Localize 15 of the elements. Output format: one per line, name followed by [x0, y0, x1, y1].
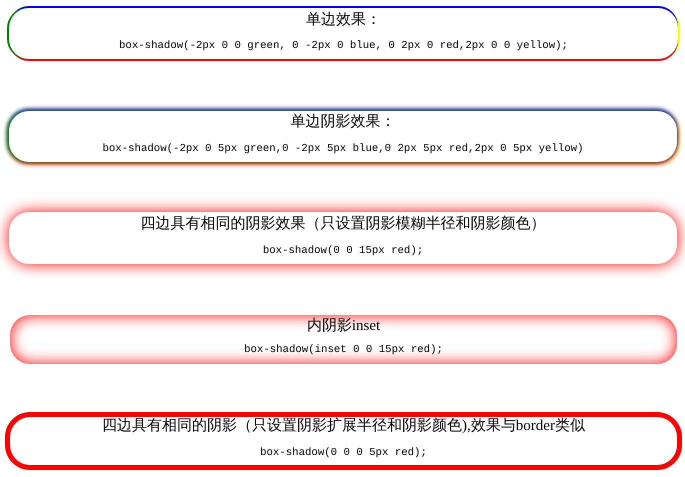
box-heading: 单边阴影效果： — [290, 114, 396, 131]
rounded-box — [10, 315, 677, 364]
box-heading: 内阴影inset — [306, 318, 380, 335]
box-heading: 四边具有相同的阴影效果（只设置阴影模糊半径和阴影颜色） — [140, 216, 546, 233]
box-heading: 四边具有相同的阴影（只设置阴影扩展半径和阴影颜色),效果与border类似 — [102, 418, 585, 435]
css-code: box-shadow(-2px 0 0 green, 0 -2px 0 blue, 0 2px 0 red,2px 0 0 yellow); — [119, 40, 568, 53]
rounded-box — [10, 417, 677, 465]
rounded-box — [9, 111, 677, 162]
css-code: box-shadow(0 0 0 5px red); — [260, 447, 427, 460]
css-code: box-shadow(-2px 0 5px green,0 -2px 5px blue,0 2px 5px red,2px 0 5px yellow) — [102, 143, 584, 156]
css-code: box-shadow(0 0 15px red); — [262, 245, 424, 258]
css-code: box-shadow(inset 0 0 15px red); — [244, 344, 443, 357]
box-heading: 单边效果： — [306, 12, 381, 29]
rounded-box — [9, 8, 678, 59]
rounded-box — [9, 212, 677, 264]
